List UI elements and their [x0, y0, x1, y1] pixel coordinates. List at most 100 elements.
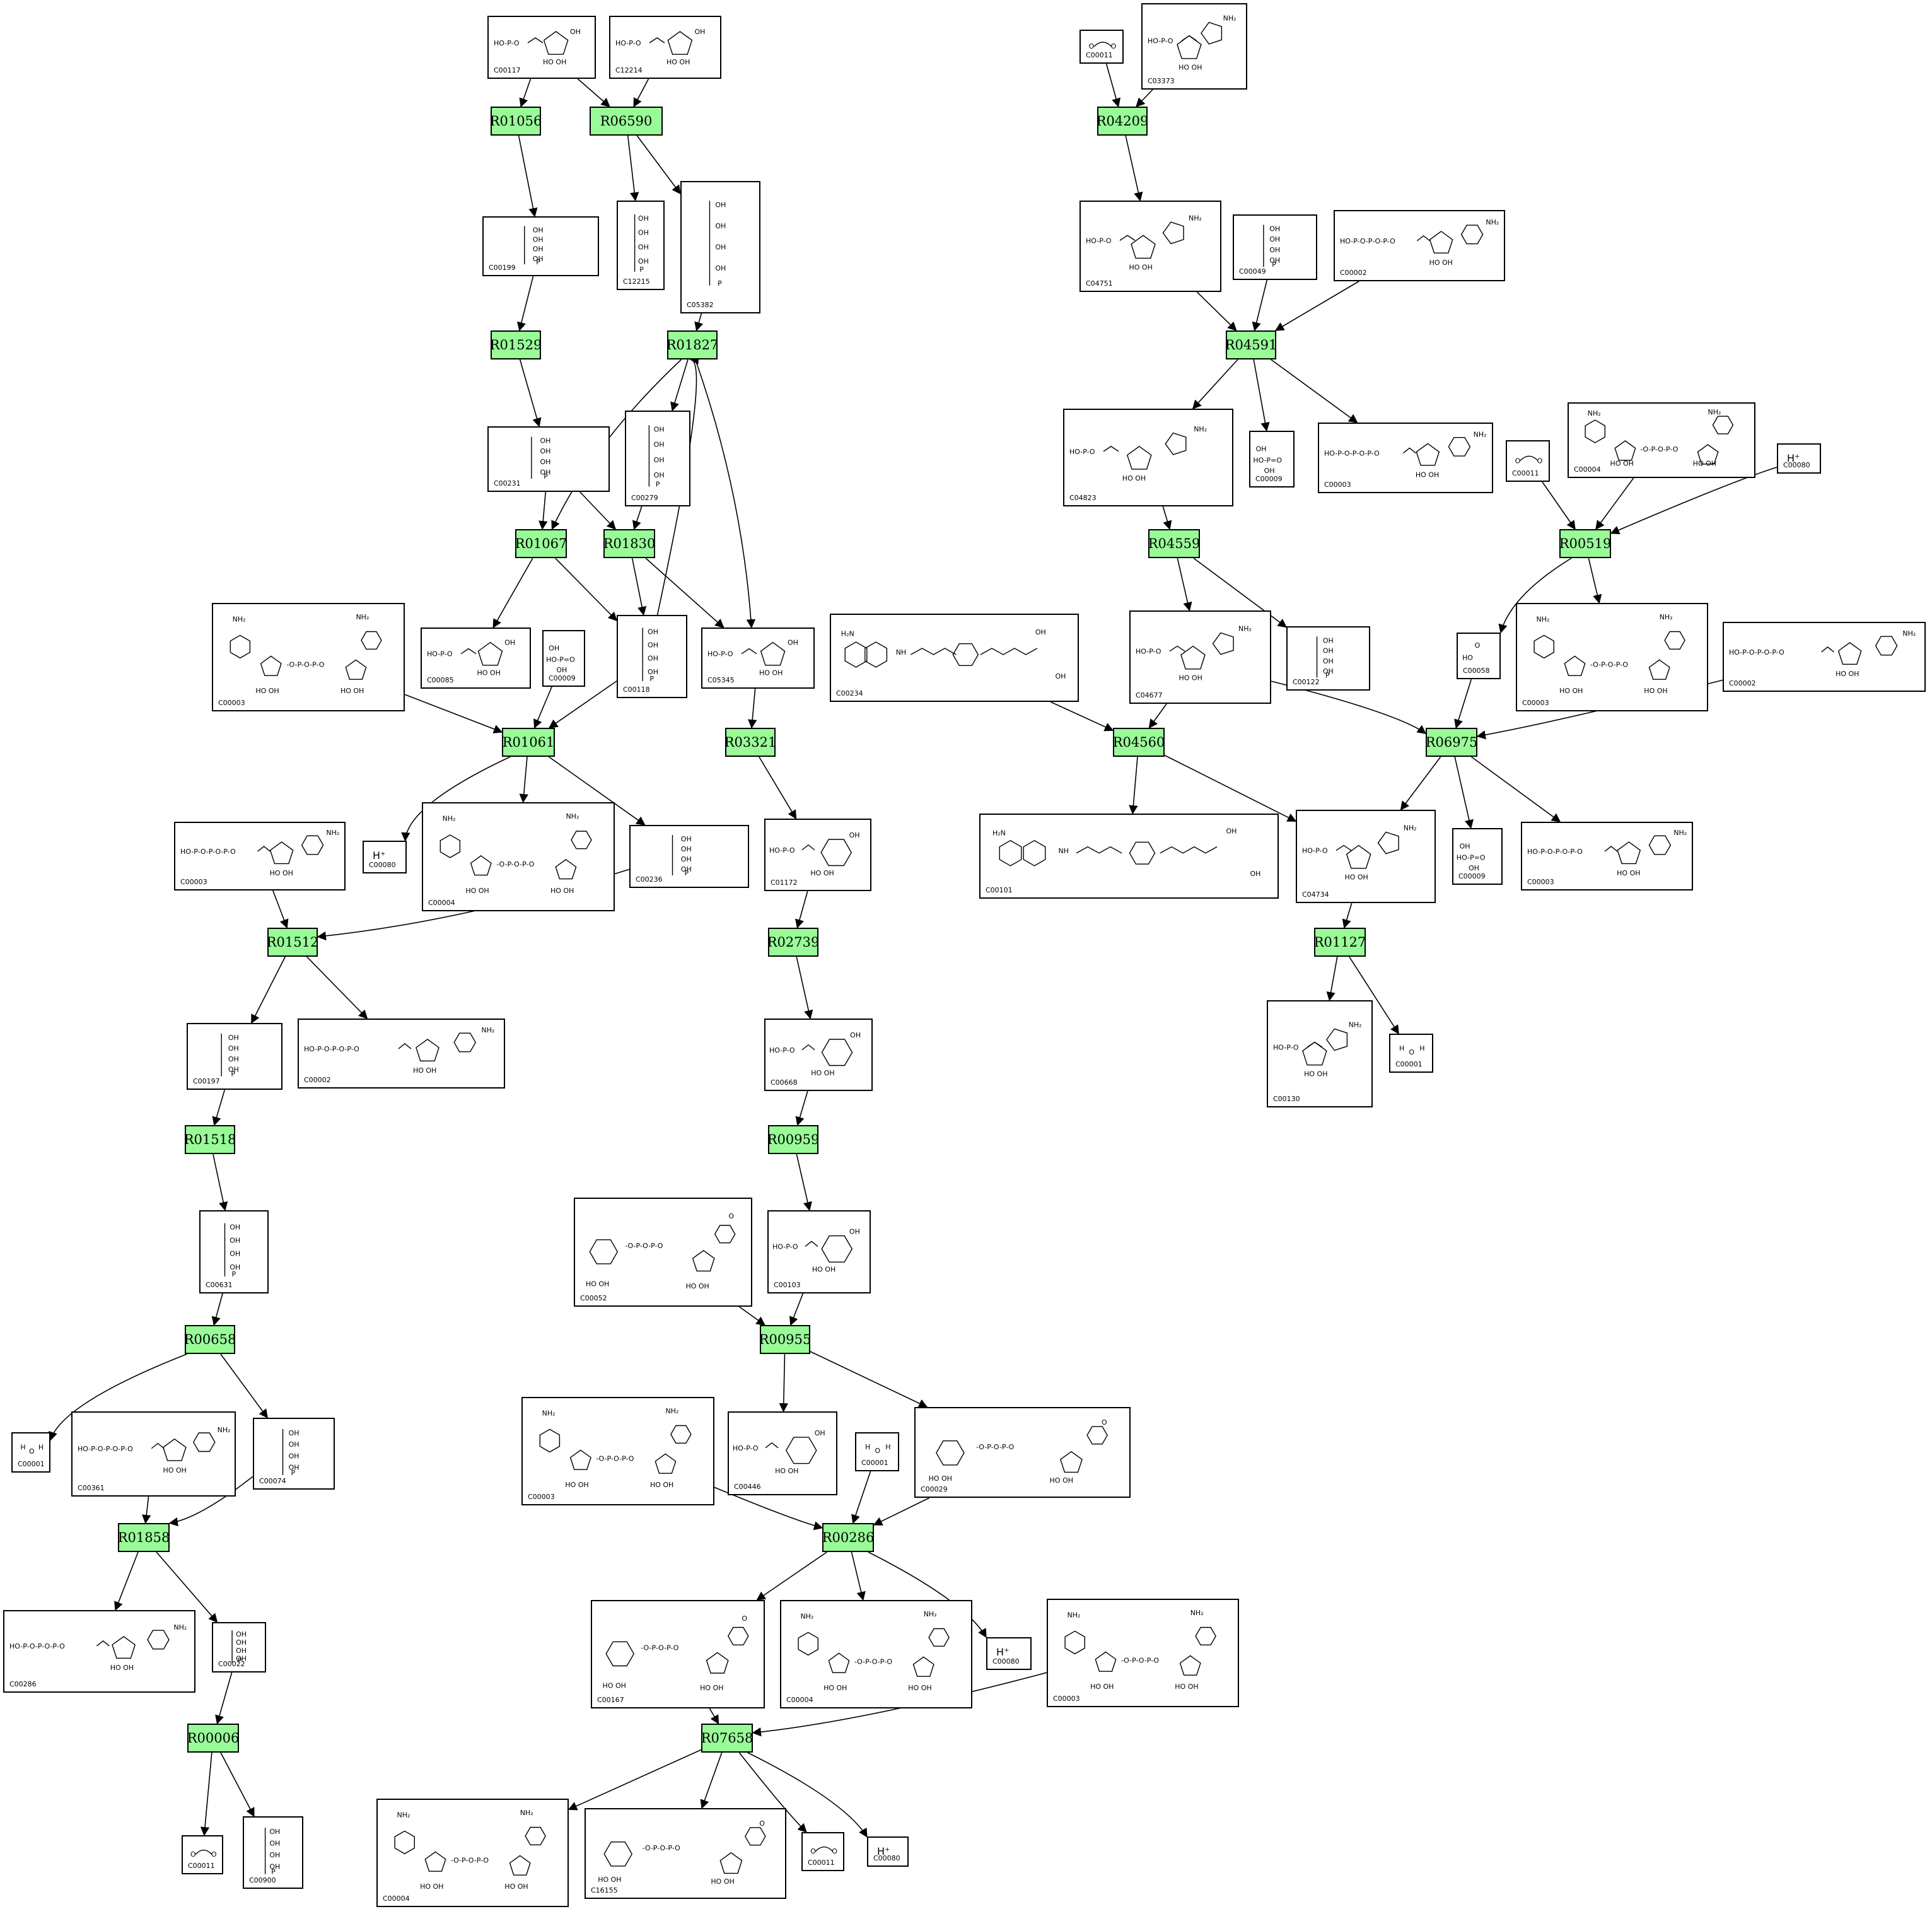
compound-node-c00080b[interactable]: H⁺C00080 — [363, 841, 407, 873]
svg-text:HO-P-O: HO-P-O — [1069, 448, 1095, 456]
compound-node-c00080c[interactable]: H⁺C00080 — [986, 1637, 1032, 1670]
reaction-node-r03321[interactable]: R03321 — [724, 728, 776, 757]
svg-text:OH: OH — [648, 655, 658, 663]
reaction-node-r02739[interactable]: R02739 — [767, 928, 819, 957]
svg-text:HO-P-O: HO-P-O — [733, 1444, 759, 1452]
reaction-node-r01056[interactable]: R01056 — [490, 107, 542, 136]
compound-id-label: C12215 — [623, 277, 650, 286]
svg-text:HO-P-O: HO-P-O — [1273, 1044, 1299, 1052]
reaction-node-r06975[interactable]: R06975 — [1426, 728, 1477, 757]
reaction-node-r01830[interactable]: R01830 — [603, 529, 655, 558]
reaction-node-r04209[interactable]: R04209 — [1097, 107, 1148, 136]
reaction-node-r01827[interactable]: R01827 — [666, 330, 718, 359]
reaction-node-r01067[interactable]: R01067 — [515, 529, 567, 558]
compound-node-c00080d[interactable]: H⁺C00080 — [867, 1836, 909, 1867]
reaction-node-r01061[interactable]: R01061 — [502, 728, 555, 757]
reaction-node-r04591[interactable]: R04591 — [1225, 330, 1277, 359]
reaction-node-r00519[interactable]: R00519 — [1559, 529, 1611, 558]
edge-c04823-to-r04559 — [1162, 506, 1172, 530]
reaction-node-r00658[interactable]: R00658 — [184, 1325, 236, 1354]
compound-id-label: C00167 — [597, 1696, 624, 1704]
reaction-node-r04560[interactable]: R04560 — [1113, 728, 1165, 757]
reaction-node-r00959[interactable]: R00959 — [767, 1125, 819, 1154]
compound-node-c00080a[interactable]: H⁺C00080 — [1777, 443, 1821, 474]
edge-r01127-to-c00001a — [1349, 956, 1399, 1035]
reaction-node-r01518[interactable]: R01518 — [184, 1125, 236, 1154]
compound-id-label: C00003 — [218, 699, 245, 707]
reaction-node-r00955[interactable]: R00955 — [759, 1325, 811, 1354]
reaction-node-r01127[interactable]: R01127 — [1314, 928, 1366, 957]
reaction-node-r06590[interactable]: R06590 — [590, 107, 663, 136]
reaction-node-r04559[interactable]: R04559 — [1148, 529, 1200, 558]
reaction-node-r01529[interactable]: R01529 — [490, 330, 542, 359]
svg-text:OH: OH — [638, 214, 649, 223]
reaction-node-r01858[interactable]: R01858 — [118, 1523, 170, 1552]
reaction-node-r07658[interactable]: R07658 — [701, 1724, 753, 1753]
reaction-node-r01512[interactable]: R01512 — [267, 928, 318, 957]
reaction-node-r00006[interactable]: R00006 — [187, 1724, 239, 1753]
reaction-node-r00286[interactable]: R00286 — [822, 1523, 874, 1552]
